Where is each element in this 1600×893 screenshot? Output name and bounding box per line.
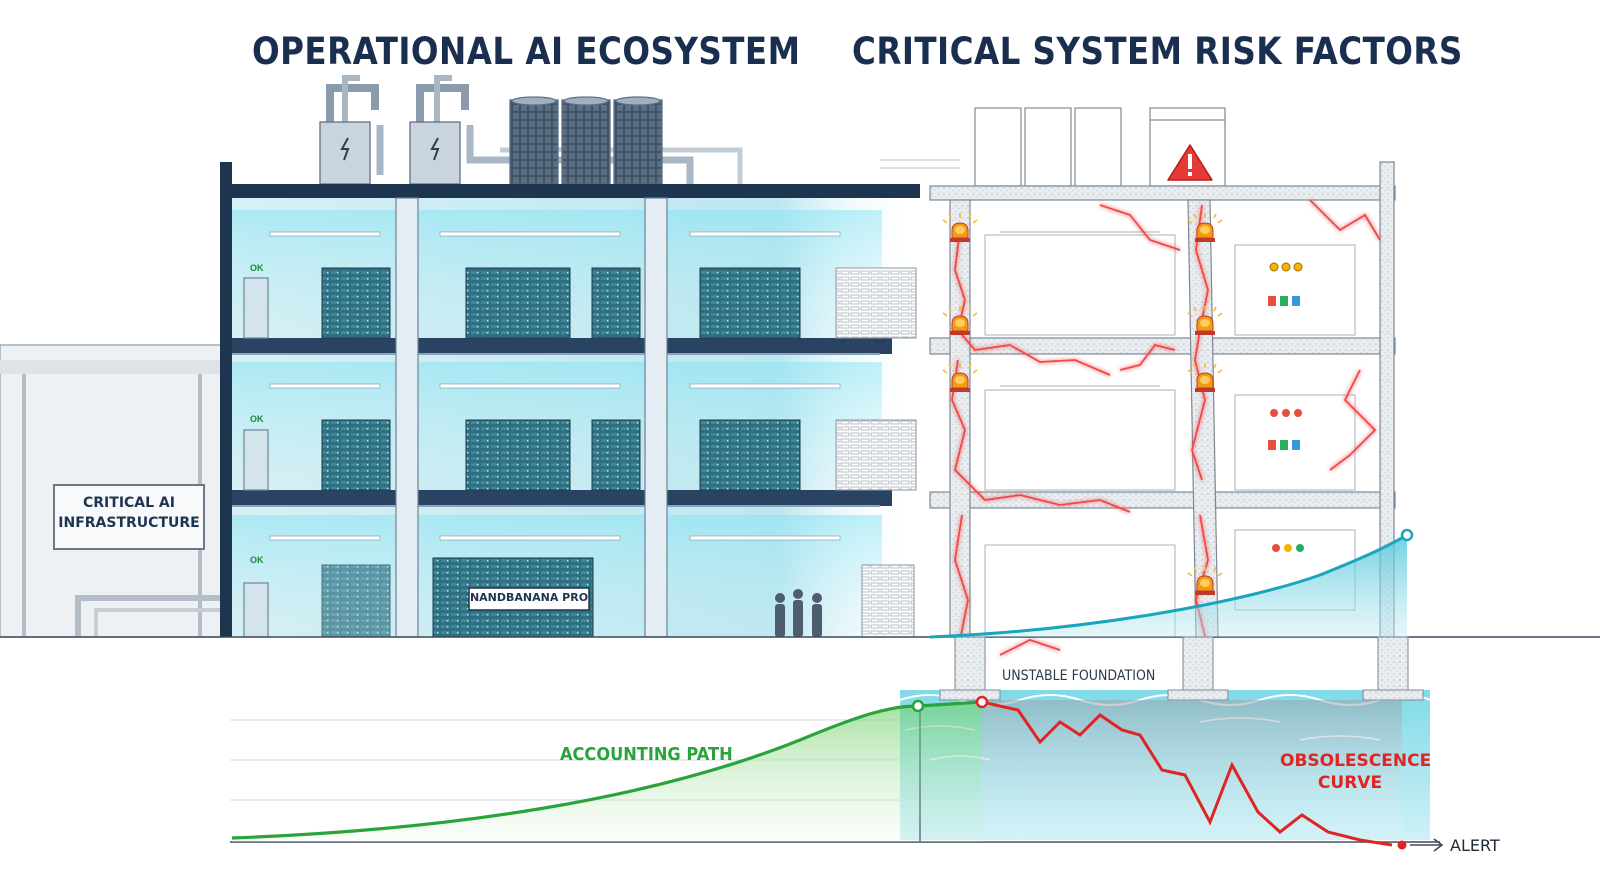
title-right: CRITICAL SYSTEM RISK FACTORS	[852, 30, 1463, 73]
obsolescence-curve-label: OBSOLESCENCE CURVE	[1280, 750, 1432, 794]
status-tag-ok: OK	[250, 414, 264, 424]
alert-label: ALERT	[1450, 836, 1500, 855]
accounting-path-line	[231, 700, 983, 840]
people-silhouettes	[775, 589, 822, 637]
obsolescence-line-1: OBSOLESCENCE	[1280, 751, 1432, 771]
obsolescence-curve-line	[981, 700, 1393, 847]
status-tag-ok: OK	[250, 263, 264, 273]
financial-curves	[230, 528, 1444, 852]
unstable-foundation-label: UNSTABLE FOUNDATION	[1002, 668, 1156, 684]
title-left: OPERATIONAL AI ECOSYSTEM	[252, 30, 801, 73]
right-building	[929, 144, 1396, 661]
sign-critical-ai-infrastructure: CRITICAL AI INFRASTRUCTURE	[54, 493, 204, 533]
left-building	[53, 162, 920, 638]
accounting-path-label: ACCOUNTING PATH	[560, 744, 733, 765]
status-tag-ok: OK	[250, 555, 264, 565]
warning-triangle-icon	[1167, 144, 1213, 181]
sign-line-1: CRITICAL AI	[83, 495, 175, 511]
sign-line-2: INFRASTRUCTURE	[58, 515, 200, 531]
obsolescence-line-2: CURVE	[1317, 773, 1383, 793]
server-label: NANDBANANA PRO	[469, 591, 589, 604]
status-lights	[1268, 262, 1304, 552]
rising-cost-line	[929, 533, 1408, 639]
rooftop-equipment-right	[880, 107, 1226, 187]
accounting-path-area	[232, 702, 982, 842]
rising-cost-area	[930, 535, 1407, 637]
side-annex	[0, 344, 223, 638]
rooftop-equipment-left	[319, 75, 743, 185]
